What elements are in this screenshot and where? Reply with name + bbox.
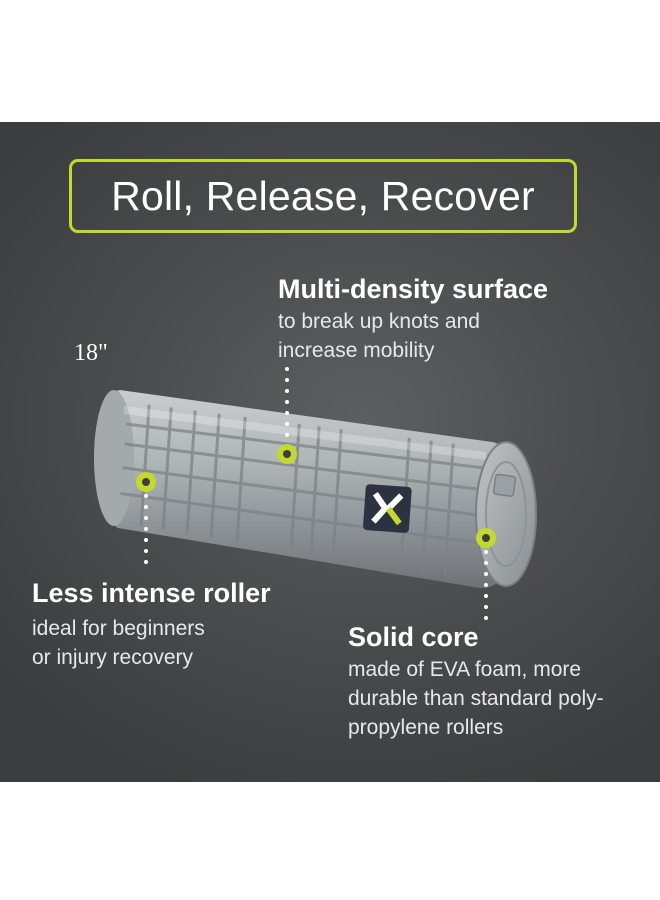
surface-heading: Multi-density surface bbox=[278, 274, 549, 304]
foam-roller-image bbox=[94, 367, 537, 620]
brand-logo-icon bbox=[363, 484, 412, 533]
marker-surface bbox=[277, 444, 297, 464]
surface-desc-line-1: to break up knots and bbox=[278, 310, 480, 333]
core-desc-line-3: propylene rollers bbox=[348, 716, 504, 739]
roller-desc-line-1: ideal for beginners bbox=[32, 617, 205, 640]
marker-core bbox=[476, 528, 496, 548]
core-desc-line-1: made of EVA foam, more bbox=[348, 658, 582, 681]
page-title: Roll, Release, Recover bbox=[111, 172, 535, 219]
title-box: Roll, Release, Recover bbox=[69, 159, 577, 233]
core-desc-line-2: durable than standard poly- bbox=[348, 687, 604, 710]
product-panel: Roll, Release, Recover 18" bbox=[0, 122, 660, 782]
size-label: 18" bbox=[74, 340, 108, 366]
core-heading: Solid core bbox=[348, 622, 479, 652]
marker-roller bbox=[136, 472, 156, 492]
roller-desc-line-2: or injury recovery bbox=[32, 646, 194, 669]
surface-desc-line-2: increase mobility bbox=[278, 339, 435, 362]
roller-heading: Less intense roller bbox=[32, 578, 271, 608]
